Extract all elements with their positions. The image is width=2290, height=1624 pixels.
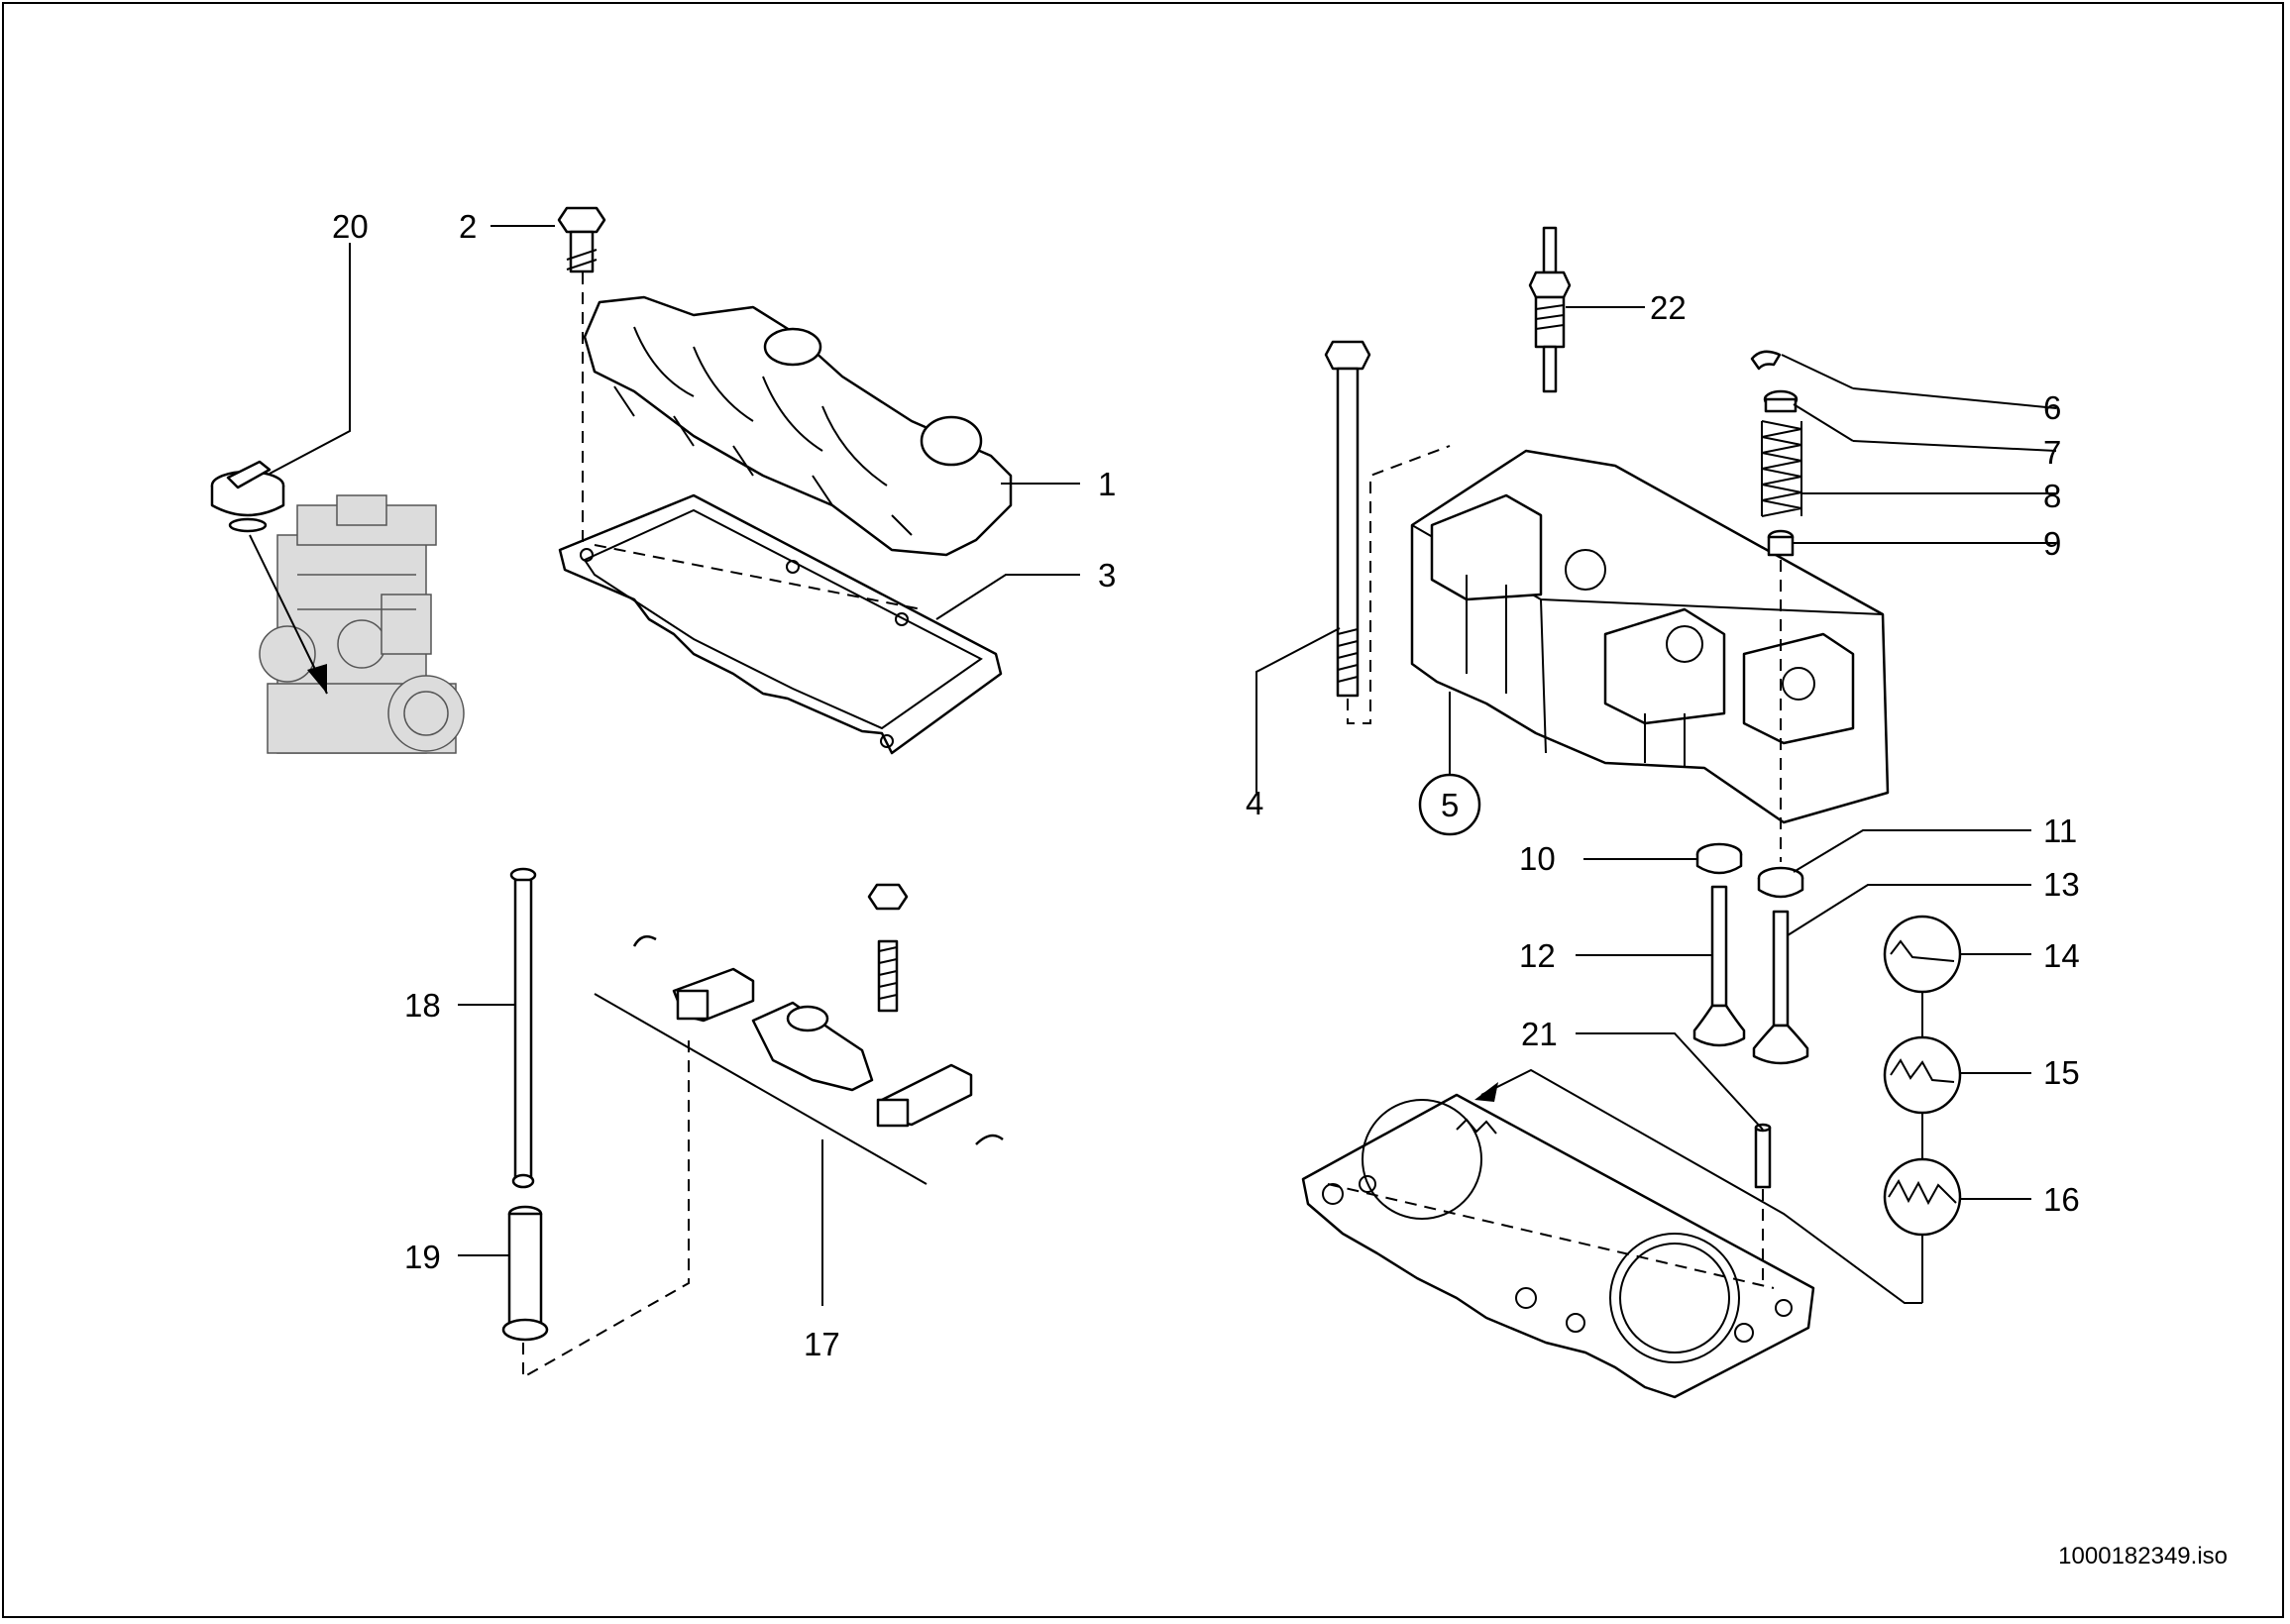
callout-14: 14 bbox=[2043, 937, 2080, 974]
callout-20: 20 bbox=[332, 208, 369, 245]
callout-17: 17 bbox=[804, 1326, 840, 1362]
valve-keepers bbox=[1750, 350, 2057, 409]
gasket-dash-line bbox=[594, 544, 923, 610]
rocker-arm-assembly bbox=[632, 883, 1004, 1145]
callout-8: 8 bbox=[2043, 478, 2061, 514]
gasket-dash-line-2 bbox=[1327, 1183, 1775, 1289]
callout-11: 11 bbox=[2043, 812, 2077, 849]
valve-cover-bolt bbox=[557, 206, 606, 273]
exhaust-valve bbox=[1752, 910, 1809, 1065]
callout-13: 13 bbox=[2043, 866, 2080, 903]
callout-15: 15 bbox=[2043, 1054, 2080, 1091]
callout-7: 7 bbox=[2043, 434, 2061, 471]
callout-3: 3 bbox=[1098, 557, 1116, 594]
callout-2: 2 bbox=[459, 208, 477, 245]
valve-cover-gasket bbox=[558, 493, 1003, 755]
callout-16: 16 bbox=[2043, 1181, 2080, 1218]
drawing-file-id: 1000182349.iso bbox=[2058, 1543, 2228, 1570]
callout-10: 10 bbox=[1519, 840, 1556, 877]
head-bolt-dash-line bbox=[1347, 445, 1451, 724]
cap-location-arrowhead bbox=[307, 664, 327, 694]
cylinder-head-bolt bbox=[1324, 340, 1371, 698]
callout-4: 4 bbox=[1246, 785, 1263, 821]
leader-13 bbox=[1787, 884, 2031, 936]
gasket-detail-leader bbox=[1480, 1068, 1922, 1304]
leader-3 bbox=[935, 574, 1080, 620]
engine-overview-thumbnail bbox=[259, 494, 465, 754]
tappet-dash-line bbox=[522, 1040, 690, 1379]
callout-19: 19 bbox=[404, 1239, 441, 1275]
callout-21: 21 bbox=[1521, 1016, 1558, 1052]
gasket-detail-notch-3 bbox=[1883, 1157, 1962, 1237]
valve-spring bbox=[1761, 420, 2056, 517]
leader-21 bbox=[1576, 1032, 1764, 1131]
rocker-shaft-line bbox=[594, 993, 927, 1185]
spring-retainer bbox=[1763, 389, 2057, 452]
callout-9: 9 bbox=[2043, 525, 2061, 562]
callout-5: 5 bbox=[1441, 787, 1459, 823]
callout-6: 6 bbox=[2043, 389, 2061, 426]
intake-valve bbox=[1692, 885, 1746, 1047]
cylinder-head bbox=[1410, 449, 1890, 824]
gasket-detail-arrowhead bbox=[1474, 1082, 1498, 1102]
callout-22: 22 bbox=[1650, 289, 1687, 326]
leader-11 bbox=[1793, 829, 2031, 873]
cylinder-head-gasket bbox=[1301, 1093, 1815, 1399]
callout-18: 18 bbox=[404, 987, 441, 1024]
valve-seat-ring-intake bbox=[1695, 842, 1743, 875]
callout-5-circle bbox=[1418, 773, 1481, 836]
cap-location-arrow bbox=[249, 534, 328, 695]
valve-stem-seal bbox=[1767, 529, 2056, 557]
valve-seat-ring-exhaust bbox=[1757, 866, 1804, 899]
push-rod bbox=[509, 867, 537, 1189]
leader-20 bbox=[269, 243, 351, 475]
valve-tappet bbox=[501, 1205, 549, 1342]
oil-filler-cap bbox=[210, 460, 285, 533]
callout-1: 1 bbox=[1098, 466, 1116, 502]
gasket-detail-notch-1 bbox=[1883, 915, 1962, 994]
dowel-pin bbox=[1754, 1123, 1772, 1189]
leader-4 bbox=[1255, 627, 1341, 793]
glow-plug bbox=[1528, 226, 1572, 393]
valve-cover bbox=[583, 295, 1013, 557]
gasket-detail-notch-2 bbox=[1883, 1035, 1962, 1115]
callout-12: 12 bbox=[1519, 937, 1556, 974]
